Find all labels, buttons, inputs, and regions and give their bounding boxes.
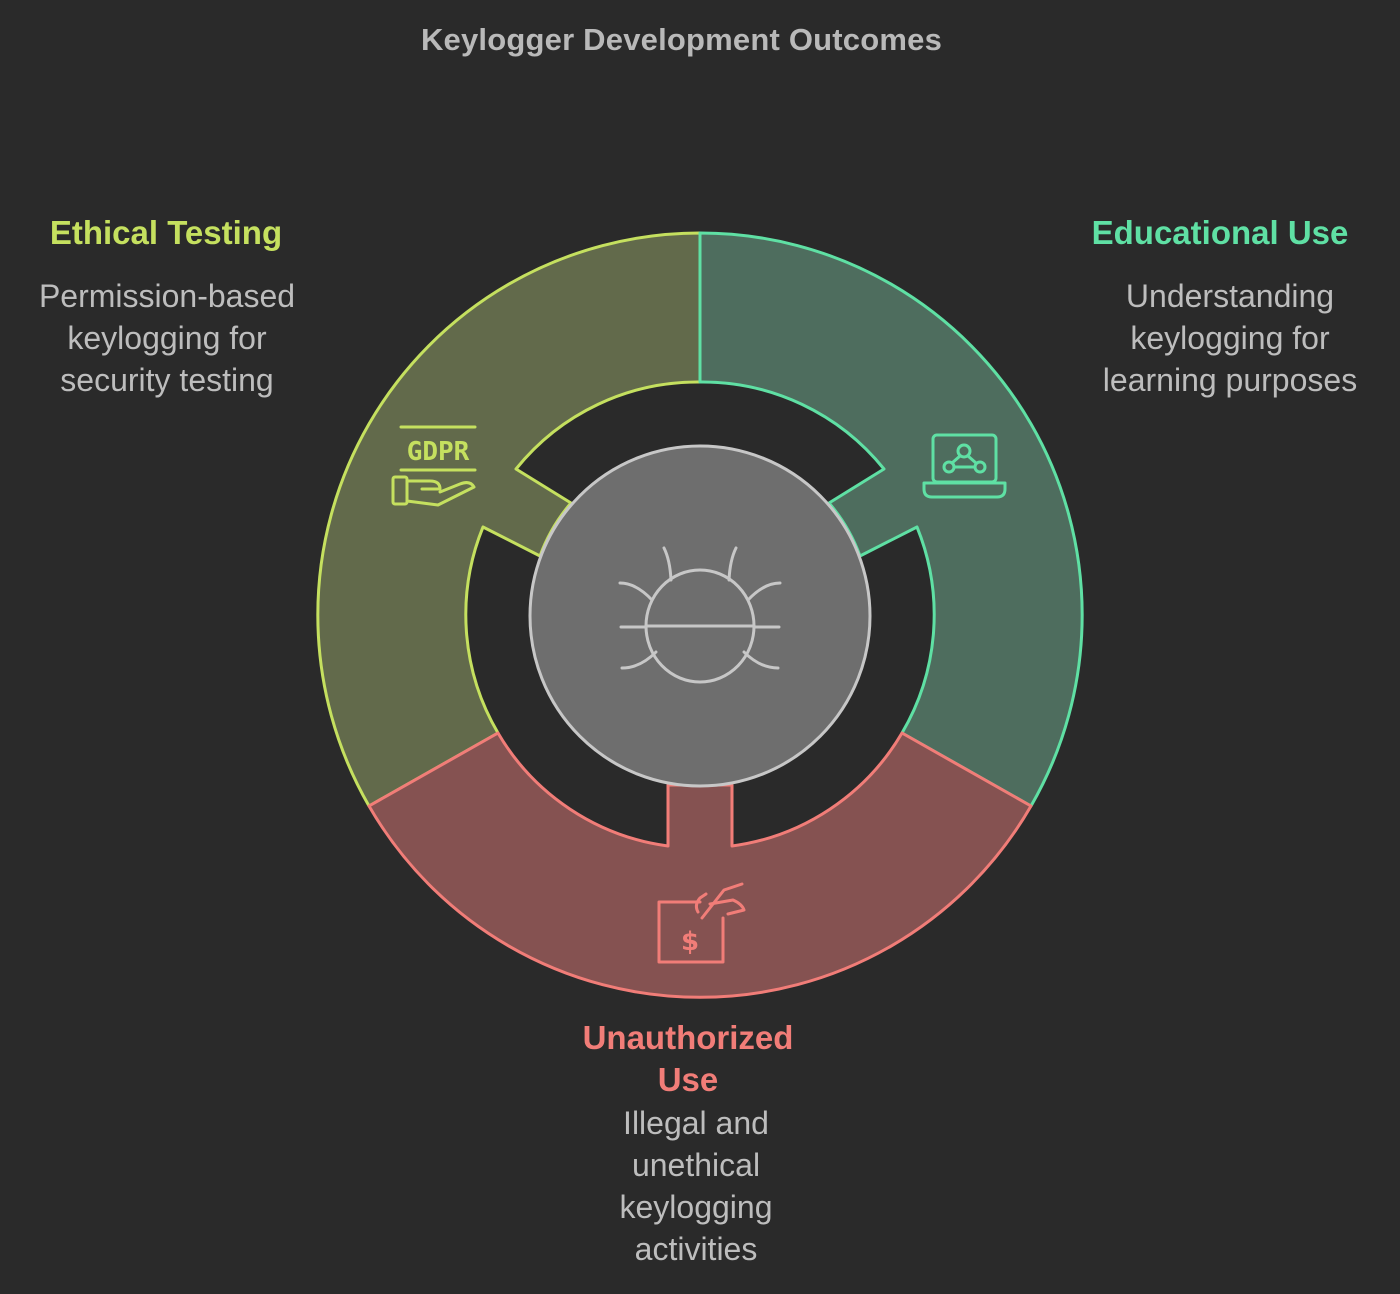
heading-line: Use bbox=[657, 1061, 719, 1098]
heading-educational-use: Educational Use bbox=[1091, 214, 1349, 251]
diagram-title: Keylogger Development Outcomes bbox=[420, 22, 943, 57]
center-hub bbox=[528, 444, 872, 788]
description-line: unethical bbox=[631, 1147, 761, 1183]
dollar-sign: $ bbox=[681, 927, 699, 957]
description-educational-use: Understanding keylogging for learning pu… bbox=[1070, 275, 1390, 401]
description-line: keylogging for bbox=[1130, 320, 1330, 356]
description-line: keylogging bbox=[619, 1189, 773, 1225]
bug-icon bbox=[618, 546, 782, 684]
description-line: learning purposes bbox=[1102, 362, 1358, 398]
description-line: Permission-based bbox=[38, 278, 296, 314]
gdpr-label: GDPR bbox=[407, 437, 470, 467]
heading-ethical-testing: Ethical Testing bbox=[49, 214, 283, 251]
description-line: keylogging for bbox=[67, 320, 267, 356]
description-unauthorized-use: Illegal and unethical keylogging activit… bbox=[556, 1102, 836, 1270]
description-line: Understanding bbox=[1125, 278, 1335, 314]
laptop-network-icon bbox=[922, 433, 1007, 499]
description-line: activities bbox=[634, 1231, 758, 1267]
heading-unauthorized-use: Unauthorized Use bbox=[548, 1017, 828, 1101]
hand-money-document-icon: $ bbox=[657, 882, 746, 964]
description-line: security testing bbox=[60, 362, 274, 398]
description-ethical-testing: Permission-based keylogging for security… bbox=[0, 275, 334, 401]
description-line: Illegal and bbox=[623, 1105, 769, 1141]
gdpr-hand-icon: GDPR bbox=[391, 425, 477, 507]
heading-line: Unauthorized bbox=[582, 1019, 794, 1056]
segment-unauthorized-use bbox=[367, 731, 1033, 999]
